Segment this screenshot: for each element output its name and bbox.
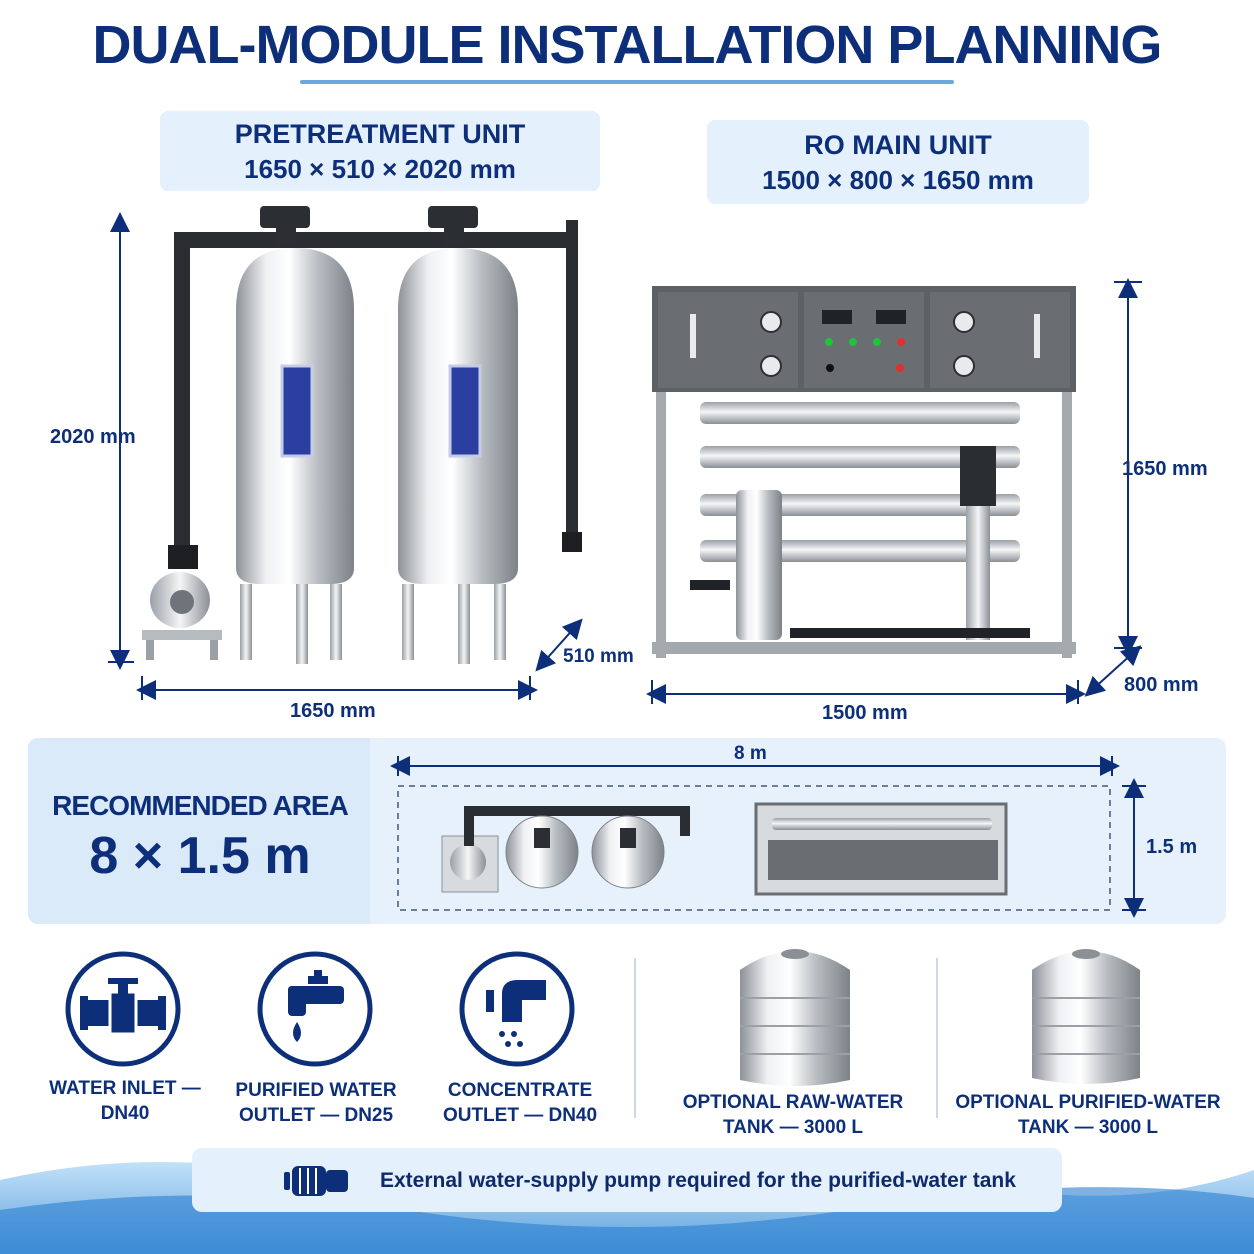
purified-outlet-label: PURIFIED WATER OUTLET — DN25 — [235, 1080, 397, 1126]
pump-icon — [284, 1166, 348, 1196]
pretreatment-height-label: 2020 mm — [50, 426, 136, 448]
concentrate-outlet-label: CONCENTRATE OUTLET — DN40 — [442, 1080, 598, 1126]
page-title: DUAL-MODULE INSTALLATION PLANNING — [92, 15, 1163, 75]
ro-name: RO MAIN UNIT — [804, 130, 992, 160]
pretreatment-depth-label: 510 mm — [563, 646, 634, 667]
pretreatment-header-box: PRETREATMENT UNIT 1650 × 510 × 2020 mm — [160, 111, 600, 191]
faucet-icon — [257, 951, 373, 1067]
drain-elbow-icon — [459, 951, 575, 1067]
recommended-area-label: RECOMMENDED AREA — [52, 790, 349, 821]
area-width-label: 1.5 m — [1146, 836, 1198, 858]
title-underline — [300, 80, 954, 84]
pipe-valve-icon — [65, 951, 181, 1067]
pretreatment-name: PRETREATMENT UNIT — [234, 119, 526, 149]
divider — [936, 958, 938, 1118]
ro-height-label: 1650 mm — [1122, 458, 1208, 480]
pretreatment-width-label: 1650 mm — [290, 700, 376, 722]
raw-water-tank-label: OPTIONAL RAW-WATER TANK — 3000 L — [682, 1092, 904, 1138]
raw-water-tank-illustration — [740, 949, 850, 1086]
recommended-area-value: 8 × 1.5 m — [89, 827, 311, 885]
area-length-label: 8 m — [734, 743, 767, 764]
purified-water-tank-illustration — [1032, 949, 1140, 1084]
ro-dims: 1500 × 800 × 1650 mm — [762, 165, 1034, 195]
footer-note-text: External water-supply pump required for … — [380, 1169, 1016, 1192]
ro-width-label: 1500 mm — [822, 702, 908, 724]
divider — [634, 958, 636, 1118]
pretreatment-dims: 1650 × 510 × 2020 mm — [244, 154, 516, 184]
purified-water-tank-label: OPTIONAL PURIFIED-WATER TANK — 3000 L — [955, 1092, 1221, 1138]
ro-header-box: RO MAIN UNIT 1500 × 800 × 1650 mm — [707, 120, 1089, 204]
water-inlet-label: WATER INLET — DN40 — [49, 1078, 201, 1124]
ro-depth-label: 800 mm — [1124, 674, 1199, 696]
recommended-area-left-panel — [28, 738, 370, 924]
